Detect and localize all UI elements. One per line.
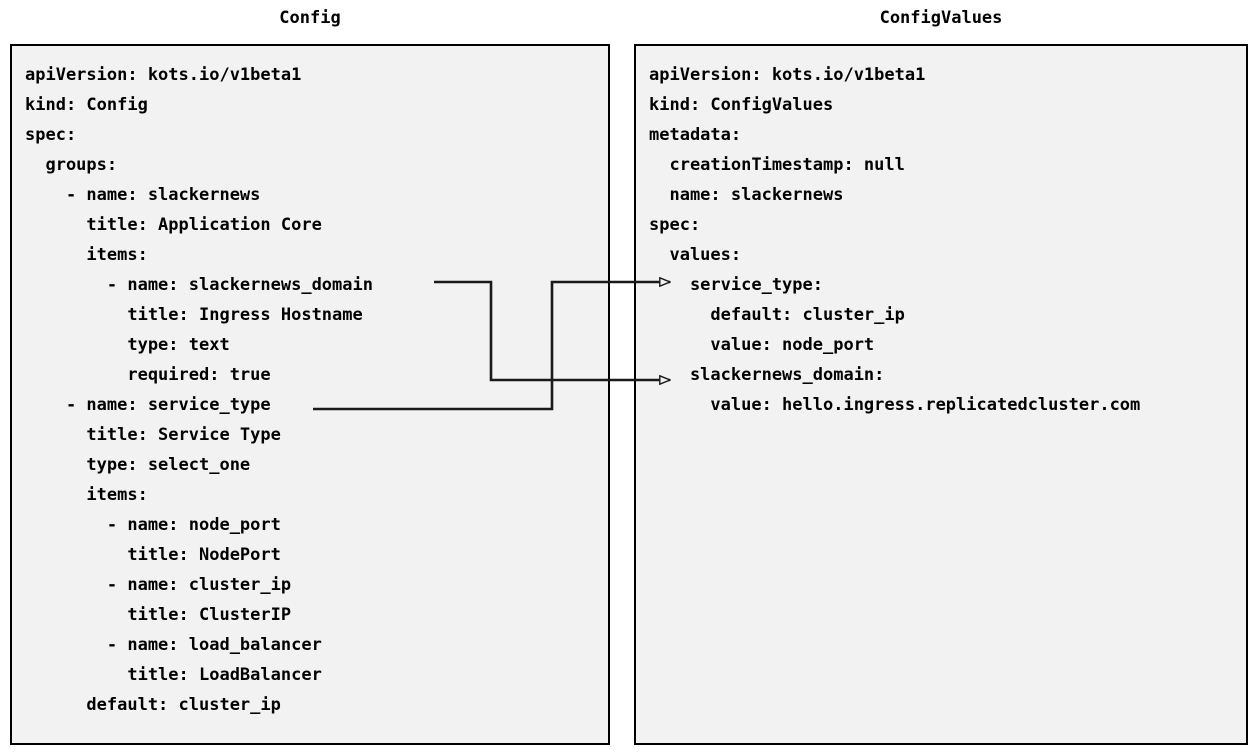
config-yaml-line: title: Service Type xyxy=(25,425,281,445)
configvalues-yaml-line: metadata: xyxy=(649,125,742,145)
configvalues-yaml-line: creationTimestamp: null xyxy=(649,155,905,175)
configvalues-yaml-line: value: node_port xyxy=(649,335,875,355)
config-yaml-line: - name: slackernews xyxy=(25,185,261,205)
config-yaml-line: spec: xyxy=(25,125,77,145)
config-yaml-line: - name: slackernews_domain xyxy=(25,275,373,295)
configvalues-yaml-line: values: xyxy=(649,245,742,265)
config-yaml-line: title: ClusterIP xyxy=(25,605,292,625)
config-yaml-line: items: xyxy=(25,485,148,505)
configvalues-yaml-line: spec: xyxy=(649,215,701,235)
config-yaml-line: - name: service_type xyxy=(25,395,271,415)
configvalues-yaml-line: default: cluster_ip xyxy=(649,305,905,325)
config-yaml-line: groups: xyxy=(25,155,118,175)
configvalues-panel-title: ConfigValues xyxy=(879,8,1003,28)
config-yaml-line: default: cluster_ip xyxy=(25,695,281,715)
configvalues-yaml-line: slackernews_domain: xyxy=(649,365,885,385)
config-yaml-block: apiVersion: kots.io/v1beta1 kind: Config s… xyxy=(12,46,608,720)
configvalues-yaml-line: kind: ConfigValues xyxy=(649,95,834,115)
config-yaml-line: - name: load_balancer xyxy=(25,635,322,655)
config-yaml-line: - name: cluster_ip xyxy=(25,575,292,595)
configvalues-panel: apiVersion: kots.io/v1beta1 kind: ConfigV… xyxy=(634,44,1248,745)
configvalues-yaml-line: service_type: xyxy=(649,275,823,295)
config-yaml-line: required: true xyxy=(25,365,271,385)
config-yaml-line: title: LoadBalancer xyxy=(25,665,322,685)
configvalues-yaml-block: apiVersion: kots.io/v1beta1 kind: ConfigV… xyxy=(636,46,1246,420)
configvalues-yaml-line: value: hello.ingress.replicatedcluster.c… xyxy=(649,395,1141,415)
config-yaml-line: items: xyxy=(25,245,148,265)
config-panel: apiVersion: kots.io/v1beta1 kind: Config s… xyxy=(10,44,610,745)
config-yaml-line: type: text xyxy=(25,335,230,355)
config-yaml-line: - name: node_port xyxy=(25,515,281,535)
config-panel-title: Config xyxy=(279,8,341,28)
config-yaml-line: kind: Config xyxy=(25,95,148,115)
config-yaml-line: title: NodePort xyxy=(25,545,281,565)
config-yaml-line: apiVersion: kots.io/v1beta1 xyxy=(25,65,302,85)
config-yaml-line: type: select_one xyxy=(25,455,251,475)
config-yaml-line: title: Ingress Hostname xyxy=(25,305,363,325)
configvalues-yaml-line: name: slackernews xyxy=(649,185,844,205)
configvalues-yaml-line: apiVersion: kots.io/v1beta1 xyxy=(649,65,926,85)
config-yaml-line: title: Application Core xyxy=(25,215,322,235)
